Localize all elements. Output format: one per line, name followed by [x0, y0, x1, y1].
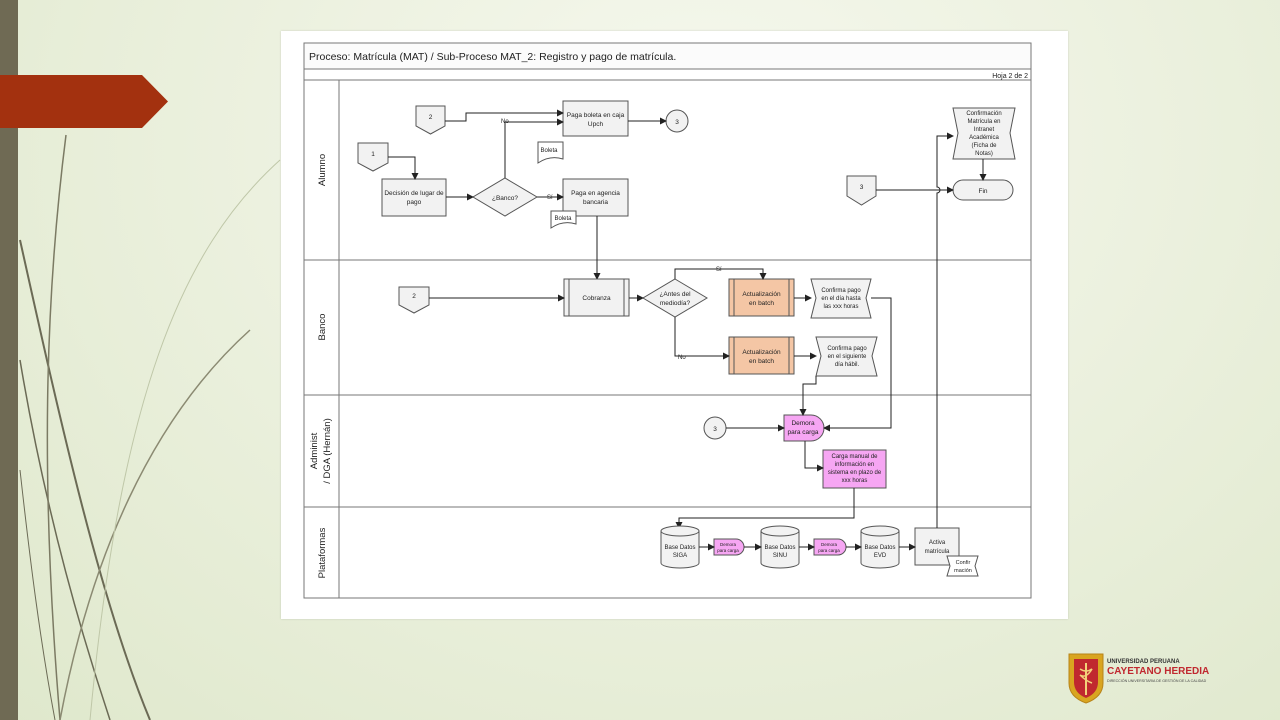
svg-text:Confirma pago: Confirma pago: [827, 346, 867, 352]
svg-text:para carga: para carga: [717, 548, 739, 553]
svg-text:sistema en plazo de: sistema en plazo de: [828, 470, 882, 476]
lane-label-admin-line1: Administ: [309, 432, 320, 469]
svg-text:Base Datos: Base Datos: [864, 545, 895, 551]
svg-text:día hábil.: día hábil.: [835, 362, 860, 368]
university-logo: UNIVERSIDAD PERUANA CAYETANO HEREDIA DIR…: [1066, 651, 1226, 705]
lane-label-admin-line2: / DGA (Hernán): [322, 418, 333, 483]
svg-text:3: 3: [713, 426, 717, 433]
svg-text:Confirmación: Confirmación: [966, 111, 1001, 117]
delay-demora-carga: [783, 414, 825, 442]
svg-text:para carga: para carga: [787, 429, 818, 436]
database-siga: [660, 531, 700, 569]
svg-text:SIGA: SIGA: [673, 553, 687, 559]
task-actualizacion-batch-1: [728, 278, 795, 317]
left-sidebar-bar: [0, 0, 18, 720]
svg-text:Confirma pago: Confirma pago: [821, 288, 861, 294]
offpage-connector-2-banco: [398, 286, 430, 314]
decorative-grass-lines: [19, 134, 281, 720]
svg-text:Confir: Confir: [956, 560, 971, 566]
svg-text:2: 2: [412, 293, 416, 300]
logo-line1: UNIVERSIDAD PERUANA: [1107, 659, 1180, 665]
task-decision-lugar-pago: [381, 178, 447, 217]
document-boleta-agencia: [550, 210, 577, 229]
label-no-mediodia: No: [678, 355, 686, 361]
svg-text:Base Datos: Base Datos: [664, 545, 695, 551]
svg-text:Demora: Demora: [821, 542, 838, 547]
svg-text:en batch: en batch: [749, 300, 774, 307]
svg-text:3: 3: [860, 184, 864, 191]
svg-text:pago: pago: [407, 199, 422, 206]
svg-text:Demora: Demora: [720, 542, 737, 547]
svg-text:Paga en agencia: Paga en agencia: [571, 190, 620, 197]
svg-text:Upch: Upch: [588, 121, 604, 128]
page-indicator: Hoja 2 de 2: [992, 73, 1028, 80]
svg-text:Académica: Académica: [969, 135, 999, 141]
document-confirmacion-matricula: [952, 107, 1016, 160]
svg-text:en batch: en batch: [749, 358, 774, 365]
svg-text:Cobranza: Cobranza: [582, 295, 611, 302]
svg-text:bancaria: bancaria: [583, 199, 608, 206]
logo-line2: CAYETANO HEREDIA: [1107, 666, 1210, 677]
label-si-banco: Sí: [547, 195, 553, 201]
svg-text:Boleta: Boleta: [540, 148, 558, 154]
decision-banco: [472, 177, 538, 217]
svg-text:SINU: SINU: [773, 553, 787, 559]
task-paga-caja: [562, 100, 629, 137]
diagram-title: Proceso: Matrícula (MAT) / Sub-Proceso M…: [309, 51, 676, 63]
svg-text:matrícula: matrícula: [925, 549, 950, 555]
svg-text:Activa: Activa: [929, 540, 946, 546]
svg-text:xxx horas: xxx horas: [842, 478, 868, 484]
section-tab: [0, 75, 168, 128]
database-evd: [860, 531, 900, 569]
diagram-frame: [303, 42, 1032, 599]
document-confirmacion: [946, 555, 979, 577]
svg-text:información en: información en: [835, 462, 874, 468]
svg-text:para carga: para carga: [818, 548, 840, 553]
delay-demora-2: [813, 538, 847, 556]
svg-text:Fin: Fin: [978, 188, 987, 195]
svg-text:¿Banco?: ¿Banco?: [492, 195, 518, 202]
offpage-connector-2: [415, 105, 446, 135]
lane-label-plataformas: Plataformas: [317, 527, 328, 578]
svg-text:en el siguiente: en el siguiente: [828, 354, 867, 360]
offpage-connector-1: [357, 142, 389, 172]
task-paga-agencia: [562, 178, 629, 217]
document-confirma-pago-siguiente: [815, 336, 878, 377]
svg-text:en el día hasta: en el día hasta: [821, 296, 861, 302]
svg-text:Intranet: Intranet: [974, 127, 995, 133]
svg-text:Actualización: Actualización: [742, 349, 781, 356]
svg-text:mediodía?: mediodía?: [660, 300, 691, 307]
svg-text:EVD: EVD: [874, 553, 887, 559]
svg-text:Carga manual de: Carga manual de: [831, 454, 878, 460]
lane-label-alumno: Alumno: [317, 154, 328, 186]
svg-text:Demora: Demora: [791, 420, 815, 427]
svg-text:Actualización: Actualización: [742, 291, 781, 298]
svg-text:Paga boleta en caja: Paga boleta en caja: [567, 112, 625, 119]
task-carga-manual: [822, 449, 887, 489]
university-crest-icon: [1068, 653, 1104, 704]
svg-text:¿Antes del: ¿Antes del: [659, 291, 691, 298]
svg-text:Notas): Notas): [975, 151, 993, 157]
svg-text:Boleta: Boleta: [554, 216, 572, 222]
offpage-connector-3: [846, 175, 877, 206]
label-si-mediodia: Sí: [716, 267, 722, 273]
process-diagram: Proceso: Matrícula (MAT) / Sub-Proceso M…: [281, 31, 1068, 619]
delay-demora-1: [713, 538, 745, 556]
svg-text:1: 1: [371, 151, 375, 158]
label-no-banco: No: [501, 119, 509, 125]
logo-line3: DIRECCIÓN UNIVERSITARIA DE GESTIÓN DE LA…: [1107, 679, 1207, 683]
svg-text:Matrícula en: Matrícula en: [967, 119, 1000, 125]
task-actualizacion-batch-2: [728, 336, 795, 375]
svg-text:(Ficha de: (Ficha de: [971, 143, 997, 149]
svg-text:2: 2: [429, 114, 433, 121]
svg-text:las xxx horas: las xxx horas: [823, 304, 858, 310]
document-confirma-pago-dia: [810, 278, 872, 319]
svg-text:Decisión de lugar de: Decisión de lugar de: [384, 190, 444, 197]
svg-text:Base Datos: Base Datos: [764, 545, 795, 551]
lane-label-banco: Banco: [317, 314, 328, 341]
document-boleta-caja: [537, 141, 564, 164]
svg-text:3: 3: [675, 119, 679, 126]
database-sinu: [760, 531, 800, 569]
svg-text:mación: mación: [954, 568, 972, 574]
